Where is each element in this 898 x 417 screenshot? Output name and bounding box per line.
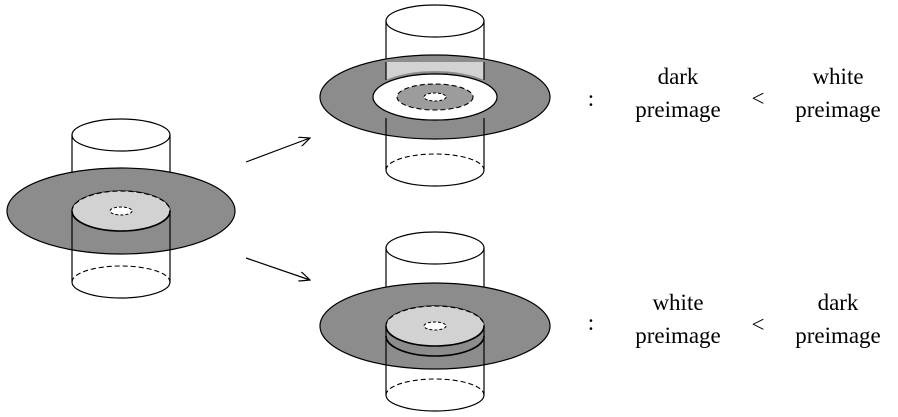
initial-center-hole xyxy=(109,206,133,216)
bottom-cut-band xyxy=(386,326,484,356)
top-less-than: < xyxy=(752,86,765,111)
top-left-line2: preimage xyxy=(635,97,721,122)
top-left-line1: dark xyxy=(658,64,699,89)
arrow-to-bottom xyxy=(245,257,310,280)
bottom-left-line1: white xyxy=(652,290,703,315)
top-colon: : xyxy=(588,86,594,111)
arrow-to-top xyxy=(245,138,310,163)
top-relation: : dark preimage < white preimage xyxy=(588,64,881,122)
initial-cylinder xyxy=(71,118,171,180)
bottom-colon: : xyxy=(588,310,594,335)
top-center-hole xyxy=(423,92,447,102)
top-cylinder xyxy=(385,4,485,95)
initial-configuration xyxy=(6,118,236,299)
bottom-configuration xyxy=(319,231,551,412)
top-right-line2: preimage xyxy=(795,97,881,122)
bottom-right-line2: preimage xyxy=(795,323,881,348)
bottom-right-line1: dark xyxy=(818,290,859,315)
top-right-line1: white xyxy=(812,64,863,89)
bottom-center-hole xyxy=(423,321,447,331)
bottom-relation: : white preimage < dark preimage xyxy=(588,290,881,348)
top-configuration xyxy=(319,4,551,187)
bottom-less-than: < xyxy=(752,312,765,337)
bottom-left-line2: preimage xyxy=(635,323,721,348)
